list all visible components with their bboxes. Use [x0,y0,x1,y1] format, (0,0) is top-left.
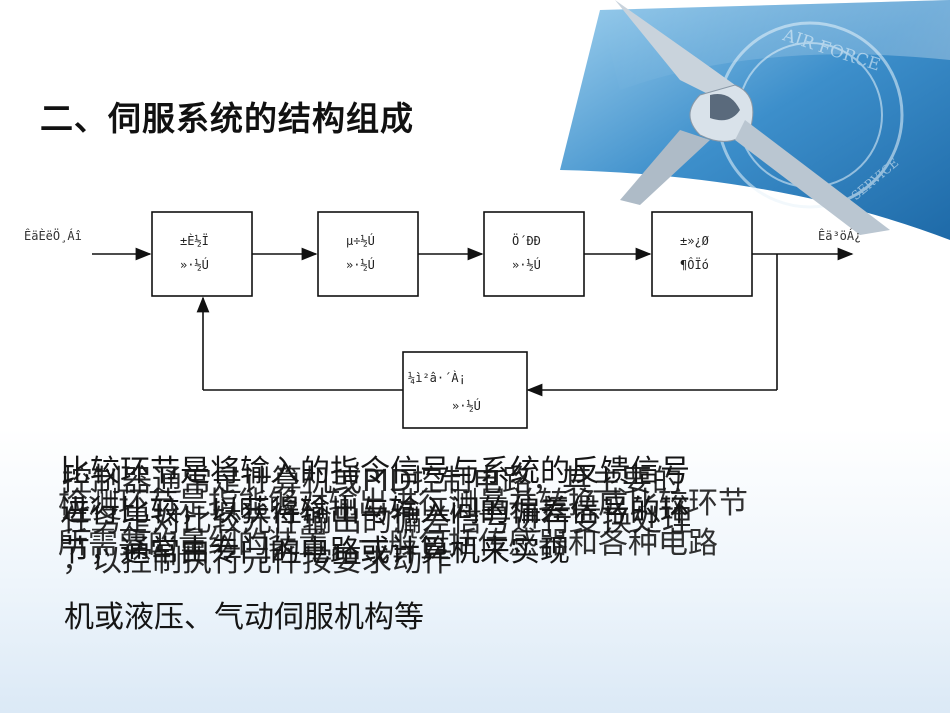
body-text-feedback: 检测环节是指能够对输出进行测量并转换成比较环节 所需要的量纲的装置，一般包括传感… [58,486,748,561]
feedback-block-label-2: »·½Ú [452,398,481,413]
body-text-comparison: 比较环节是将输入的指令信号与系统的反馈信号 进行比较，以获得输出与输入间的偏差信… [60,454,690,569]
controller-block-label-2: »·½Ú [346,257,375,272]
body-text-tail: 机或液压、气动伺服机构等 [64,600,424,635]
air-force-banner: AIR FORCE SERVICE [560,0,950,240]
fighter-jet-icon [615,0,890,235]
controller-block-label-1: µ÷½Ú [346,233,375,248]
plant-block-label-1: ±»¿Ø [680,234,710,248]
comparison-block [151,211,253,297]
output-label: Êä³öÁ¿ [818,228,861,243]
feedback-block [402,351,528,429]
comparison-block-label-1: ±È½Ï [180,233,209,248]
plant-block [651,211,753,297]
actuator-block-label-2: »·½Ú [512,257,541,272]
actuator-block [483,211,585,297]
feedback-block-label-1: ¼ì²â·´À¡ [408,370,466,385]
slide-title: 二、伺服系统的结构组成 [40,99,414,138]
body-text-controller: 控制器通常是计算机或PID控制电路，其主要的 任务是对比较元件输出的偏差信号进行… [62,464,692,579]
plant-block-label-2: ¶ÔÏó [680,257,709,272]
controller-block [317,211,419,297]
actuator-block-label-1: Ö´ÐÐ [512,232,541,248]
input-label: ÊäÈëÖ¸Áî [24,227,82,243]
comparison-block-label-2: »·½Ú [180,257,209,272]
